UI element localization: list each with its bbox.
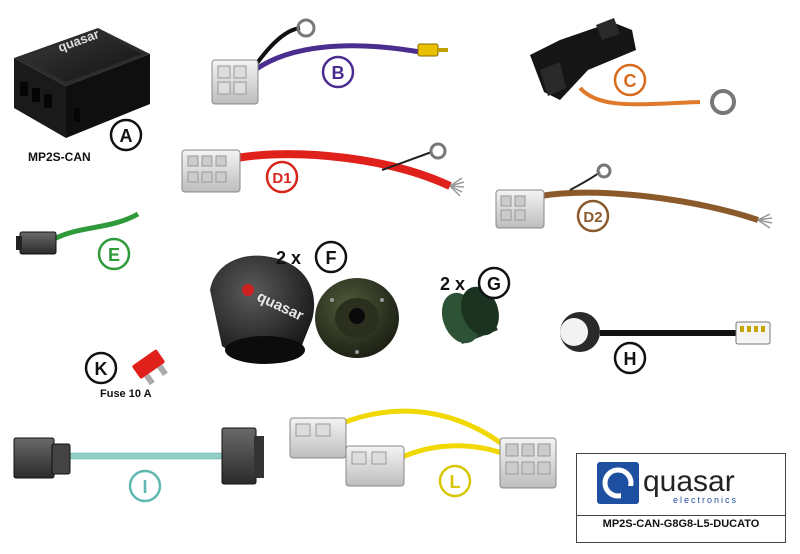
cable-e-icon <box>16 211 140 255</box>
svg-text:K: K <box>95 359 108 379</box>
quantity-f: 2 x <box>276 248 301 268</box>
product-code: MP2S-CAN-G8G8-L5-DUCATO <box>602 518 760 530</box>
label-c: C <box>613 63 647 97</box>
label-i: I <box>128 469 162 503</box>
svg-text:B: B <box>332 63 345 83</box>
svg-text:I: I <box>142 477 147 497</box>
svg-text:D2: D2 <box>583 209 602 226</box>
svg-text:F: F <box>326 248 337 268</box>
svg-text:A: A <box>120 126 133 146</box>
label-e: E <box>97 237 131 271</box>
svg-text:G: G <box>487 274 501 294</box>
quantity-g: 2 x <box>440 274 465 294</box>
label-d1: D1 <box>265 160 299 194</box>
label-g: G <box>477 266 511 300</box>
label-b: B <box>321 55 355 89</box>
cable-d1-icon <box>181 142 465 197</box>
quasar-logo: quasar electronics <box>597 462 738 505</box>
brand-divider <box>577 515 785 516</box>
label-f: F <box>314 240 348 274</box>
module-box-icon: quasar <box>14 26 150 138</box>
cable-h-icon <box>560 312 771 352</box>
svg-text:D1: D1 <box>272 170 291 187</box>
fuse-caption: Fuse 10 A <box>100 388 152 400</box>
svg-text:L: L <box>450 472 461 492</box>
svg-text:C: C <box>624 71 637 91</box>
brand-name: quasar <box>643 465 735 498</box>
cable-i-icon <box>13 427 264 485</box>
module-caption: MP2S-CAN <box>28 150 91 164</box>
cable-l-icon <box>289 408 557 489</box>
rubber-plug-icon <box>441 286 499 344</box>
brand-tagline: electronics <box>673 495 738 505</box>
svg-text:E: E <box>108 245 120 265</box>
cable-c-icon <box>530 18 736 115</box>
svg-text:H: H <box>624 349 637 369</box>
cable-d2-icon <box>495 163 773 229</box>
label-k: K <box>84 351 118 385</box>
label-a: A <box>109 118 143 152</box>
socket-gasket-icon <box>315 278 399 358</box>
tow-socket-icon: quasar <box>210 255 315 364</box>
label-d2: D2 <box>576 199 610 233</box>
cable-b-icon <box>211 18 448 105</box>
label-h: H <box>613 341 647 375</box>
label-l: L <box>438 464 472 498</box>
blade-fuse-icon <box>132 349 168 386</box>
brand-box: quasar electronics MP2S-CAN-G8G8-L5-DUCA… <box>576 453 786 543</box>
